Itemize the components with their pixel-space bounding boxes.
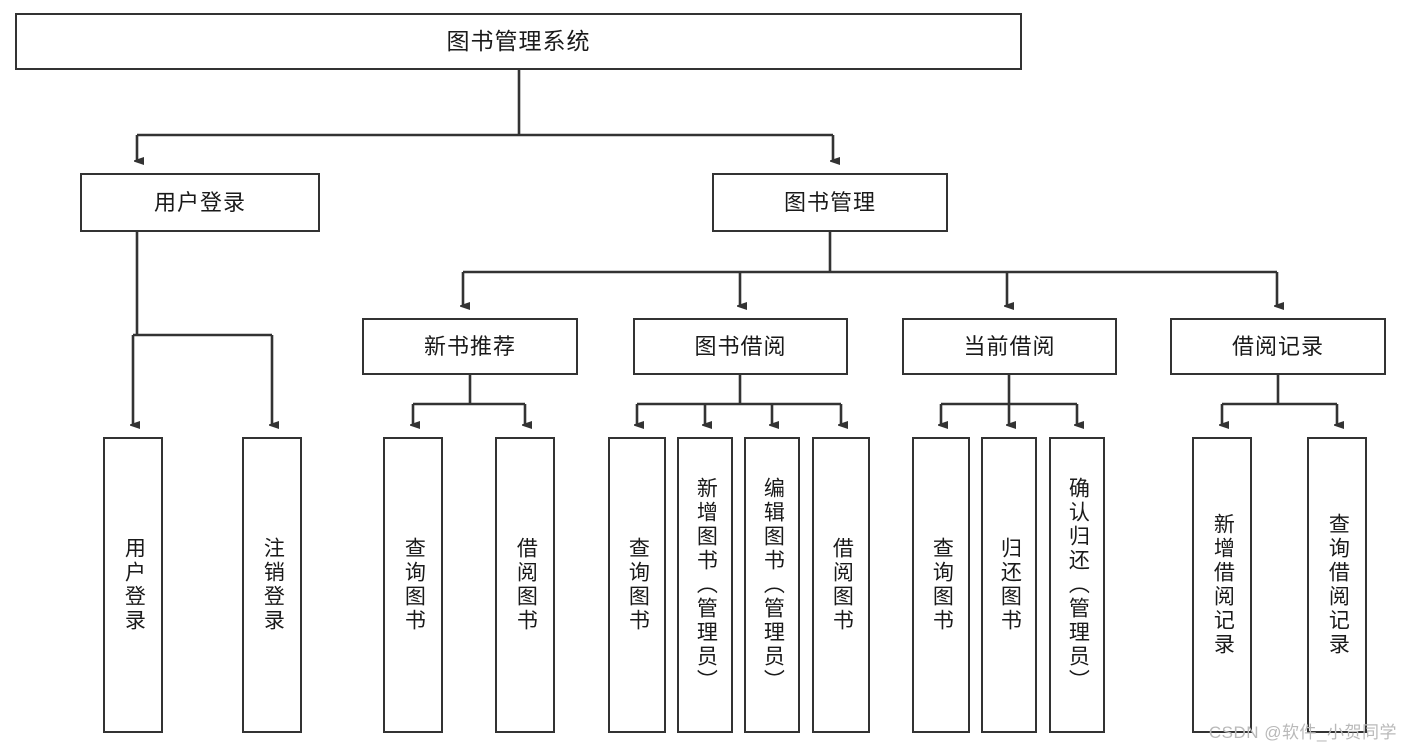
node-leaf-query-book-3[interactable]: 查询图书 bbox=[912, 437, 970, 733]
node-leaf-add-record-label: 新增借阅记录 bbox=[1211, 513, 1235, 657]
node-book-borrow[interactable]: 图书借阅 bbox=[633, 318, 848, 375]
node-borrow-record-label: 借阅记录 bbox=[1231, 333, 1324, 359]
node-leaf-add-book[interactable]: 新增图书（管理员） bbox=[677, 437, 733, 733]
node-leaf-query-book-2-label: 查询图书 bbox=[626, 537, 650, 633]
node-book-borrow-label: 图书借阅 bbox=[694, 333, 787, 359]
node-leaf-borrow-book-1[interactable]: 借阅图书 bbox=[495, 437, 555, 733]
node-leaf-edit-book[interactable]: 编辑图书（管理员） bbox=[744, 437, 800, 733]
node-leaf-add-record[interactable]: 新增借阅记录 bbox=[1192, 437, 1252, 733]
node-leaf-query-book-2[interactable]: 查询图书 bbox=[608, 437, 666, 733]
node-leaf-confirm-return-label: 确认归还（管理员） bbox=[1066, 477, 1090, 693]
node-root[interactable]: 图书管理系统 bbox=[15, 13, 1022, 70]
node-leaf-query-book-1[interactable]: 查询图书 bbox=[383, 437, 443, 733]
node-book-manage-label: 图书管理 bbox=[783, 189, 876, 215]
node-leaf-edit-book-label: 编辑图书（管理员） bbox=[761, 477, 785, 693]
node-current-borrow-label: 当前借阅 bbox=[963, 333, 1056, 359]
node-leaf-query-record-label: 查询借阅记录 bbox=[1326, 513, 1350, 657]
node-leaf-borrow-book-2[interactable]: 借阅图书 bbox=[812, 437, 870, 733]
node-user-login-label: 用户登录 bbox=[153, 189, 246, 215]
node-new-book-rec-label: 新书推荐 bbox=[423, 333, 516, 359]
node-new-book-rec[interactable]: 新书推荐 bbox=[362, 318, 578, 375]
node-leaf-confirm-return[interactable]: 确认归还（管理员） bbox=[1049, 437, 1105, 733]
node-leaf-return-book[interactable]: 归还图书 bbox=[981, 437, 1037, 733]
node-leaf-logout[interactable]: 注销登录 bbox=[242, 437, 302, 733]
node-borrow-record[interactable]: 借阅记录 bbox=[1170, 318, 1386, 375]
node-leaf-add-book-label: 新增图书（管理员） bbox=[694, 477, 718, 693]
node-leaf-query-book-1-label: 查询图书 bbox=[402, 537, 426, 633]
node-leaf-return-book-label: 归还图书 bbox=[998, 537, 1022, 633]
node-leaf-user-login[interactable]: 用户登录 bbox=[103, 437, 163, 733]
node-leaf-borrow-book-1-label: 借阅图书 bbox=[514, 537, 538, 633]
watermark: CSDN @软件_小贺同学 bbox=[1208, 723, 1397, 742]
node-root-label: 图书管理系统 bbox=[446, 27, 591, 54]
node-user-login[interactable]: 用户登录 bbox=[80, 173, 320, 232]
node-leaf-query-book-3-label: 查询图书 bbox=[930, 537, 954, 633]
node-leaf-borrow-book-2-label: 借阅图书 bbox=[830, 537, 854, 633]
node-leaf-logout-label: 注销登录 bbox=[261, 537, 285, 633]
node-current-borrow[interactable]: 当前借阅 bbox=[902, 318, 1117, 375]
node-leaf-user-login-label: 用户登录 bbox=[122, 537, 146, 633]
node-book-manage[interactable]: 图书管理 bbox=[712, 173, 948, 232]
node-leaf-query-record[interactable]: 查询借阅记录 bbox=[1307, 437, 1367, 733]
